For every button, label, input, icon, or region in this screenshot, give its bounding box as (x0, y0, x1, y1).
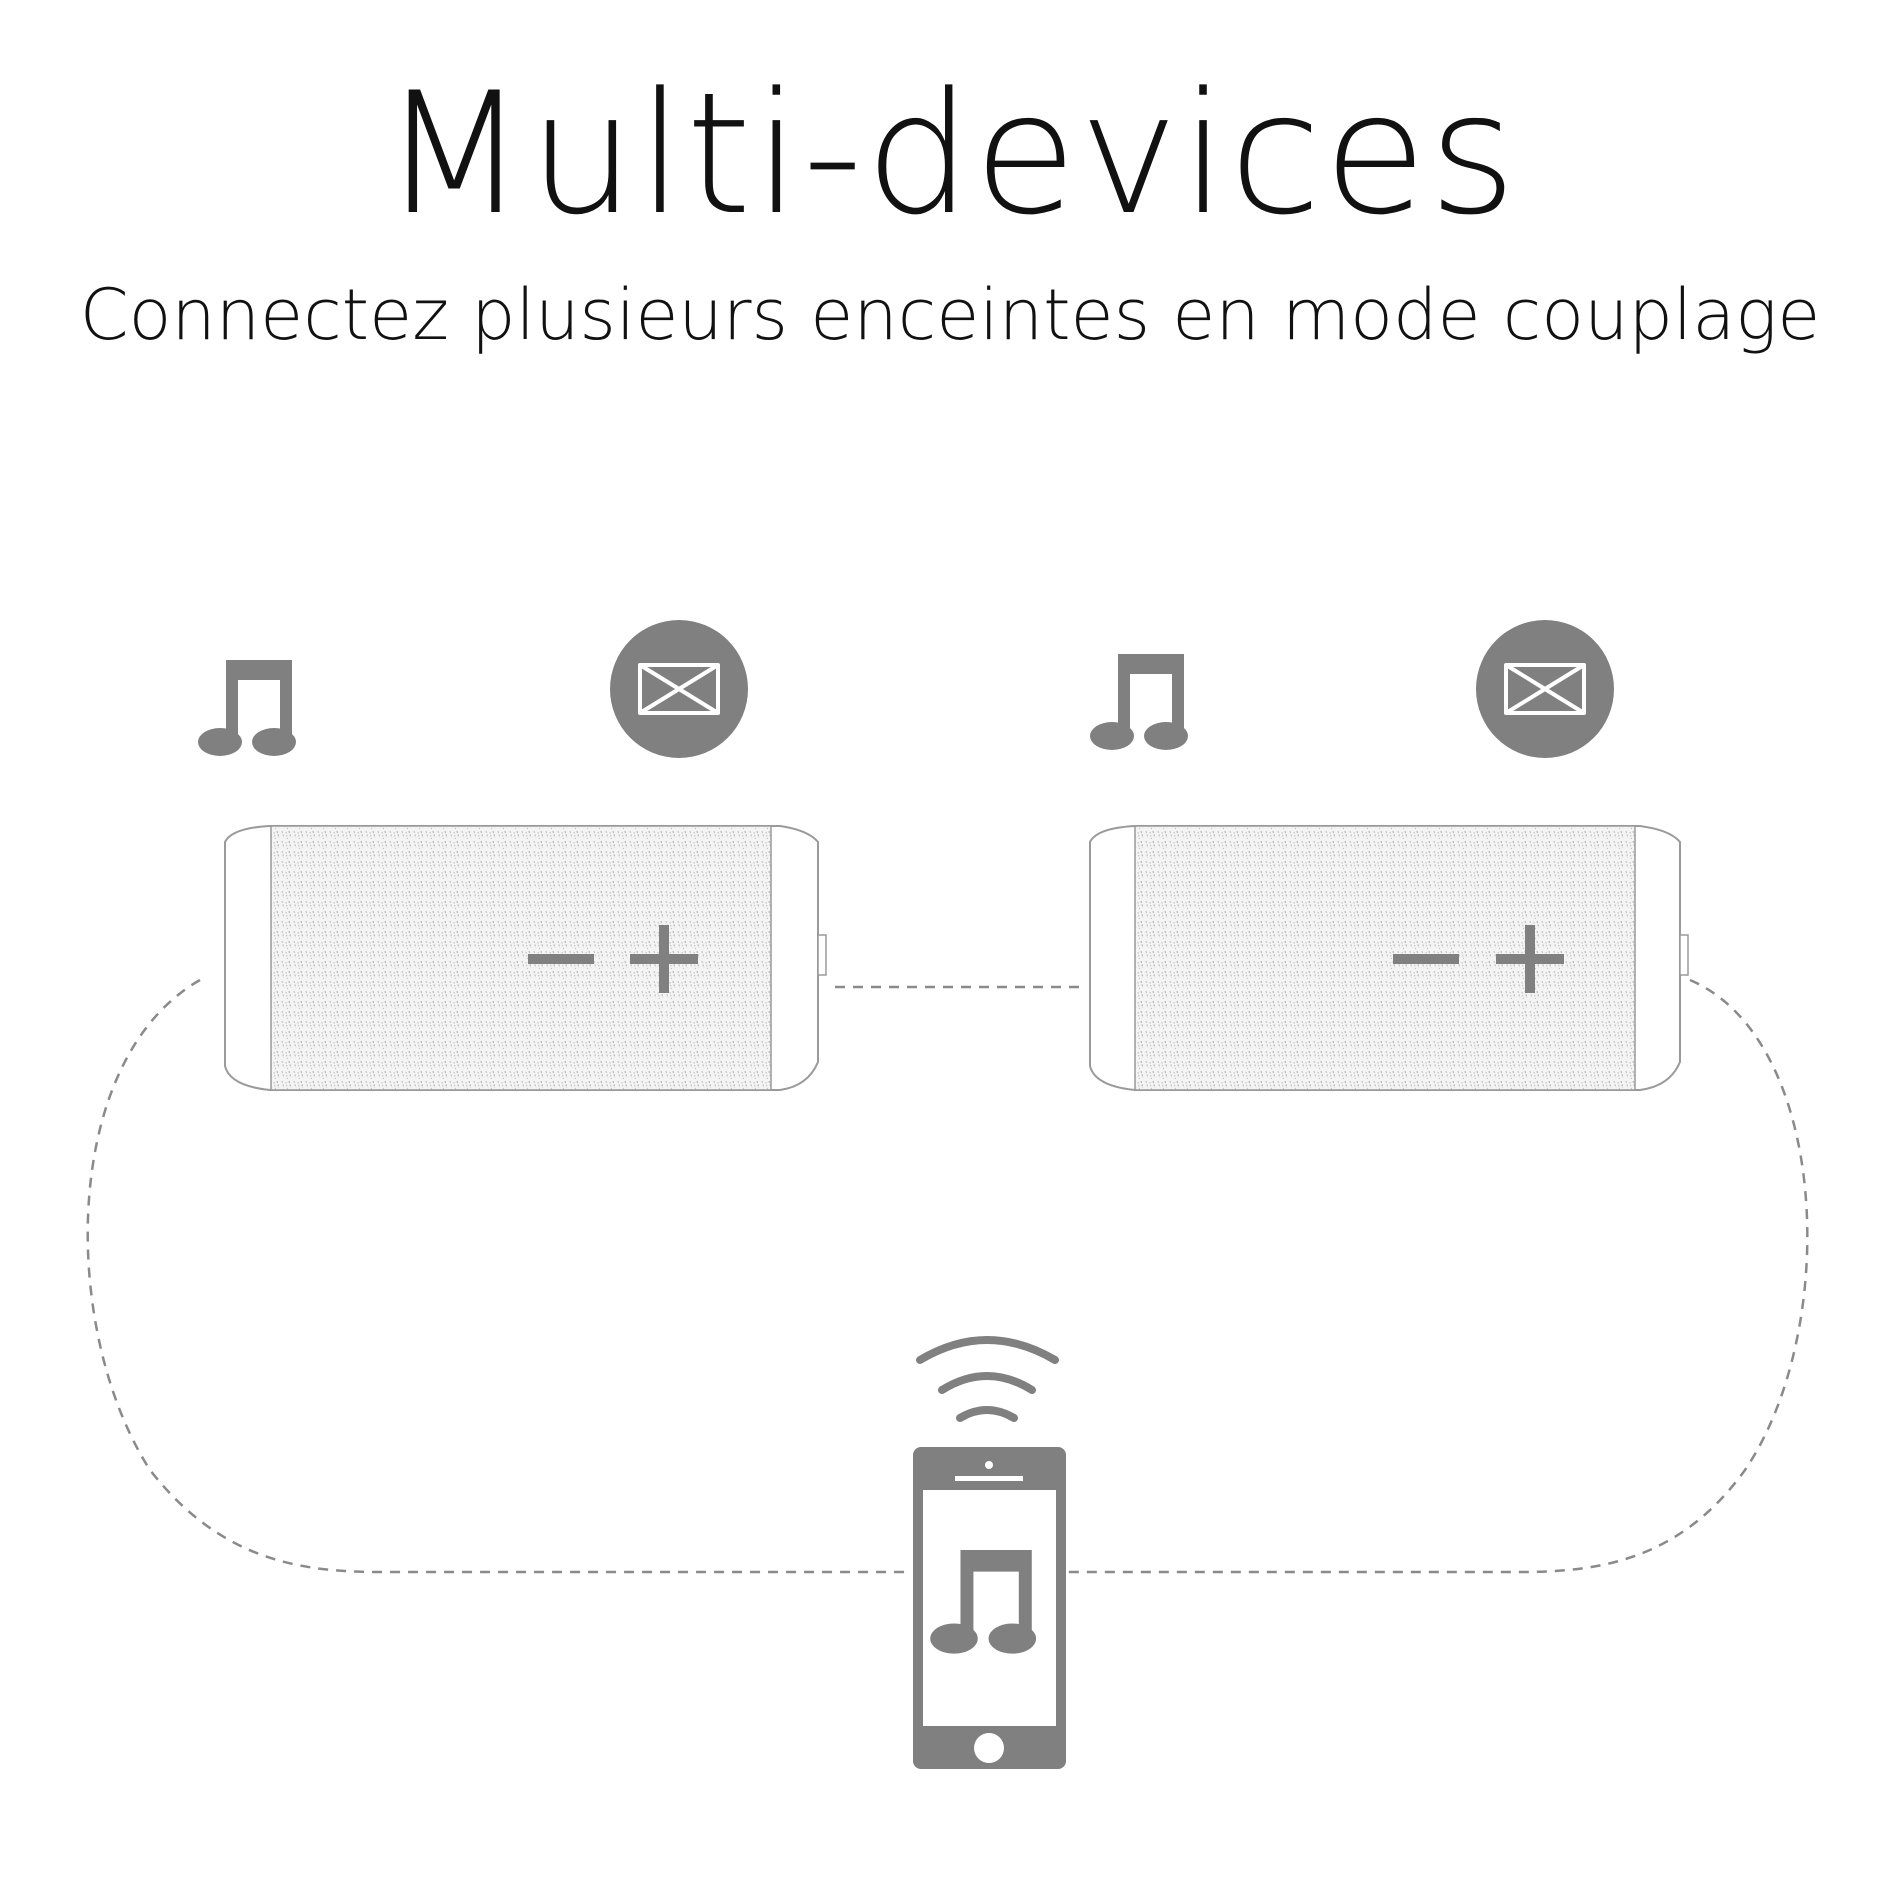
volume-up-icon (630, 925, 698, 993)
speaker-left (224, 825, 827, 1091)
wireless-signal-icon (916, 1336, 1059, 1422)
music-note-icon (1090, 654, 1188, 750)
phone-screen (923, 1490, 1056, 1726)
connection-lines (86, 978, 1809, 1574)
phone-camera (985, 1461, 993, 1469)
volume-up-icon (1496, 925, 1564, 993)
phone-speaker-slot (955, 1476, 1023, 1481)
bowtie-pair-icon (1476, 620, 1614, 758)
phone (913, 1447, 1066, 1769)
page-title: Multi-devices (381, 56, 1519, 252)
link-left-speaker-to-phone (86, 978, 908, 1574)
speaker-side-button (817, 934, 827, 976)
music-note-icon (198, 660, 296, 756)
speaker-side-button (1679, 934, 1689, 976)
volume-down-icon (528, 954, 594, 964)
bowtie-pair-icon (610, 620, 748, 758)
speaker-right (1089, 825, 1689, 1091)
page-subtitle: Connectez plusieurs enceintes en mode co… (79, 274, 1821, 356)
speaker-grille (1134, 825, 1636, 1091)
volume-down-icon (1393, 954, 1459, 964)
phone-home-button (974, 1733, 1004, 1763)
link-right-speaker-to-phone (1068, 978, 1809, 1574)
